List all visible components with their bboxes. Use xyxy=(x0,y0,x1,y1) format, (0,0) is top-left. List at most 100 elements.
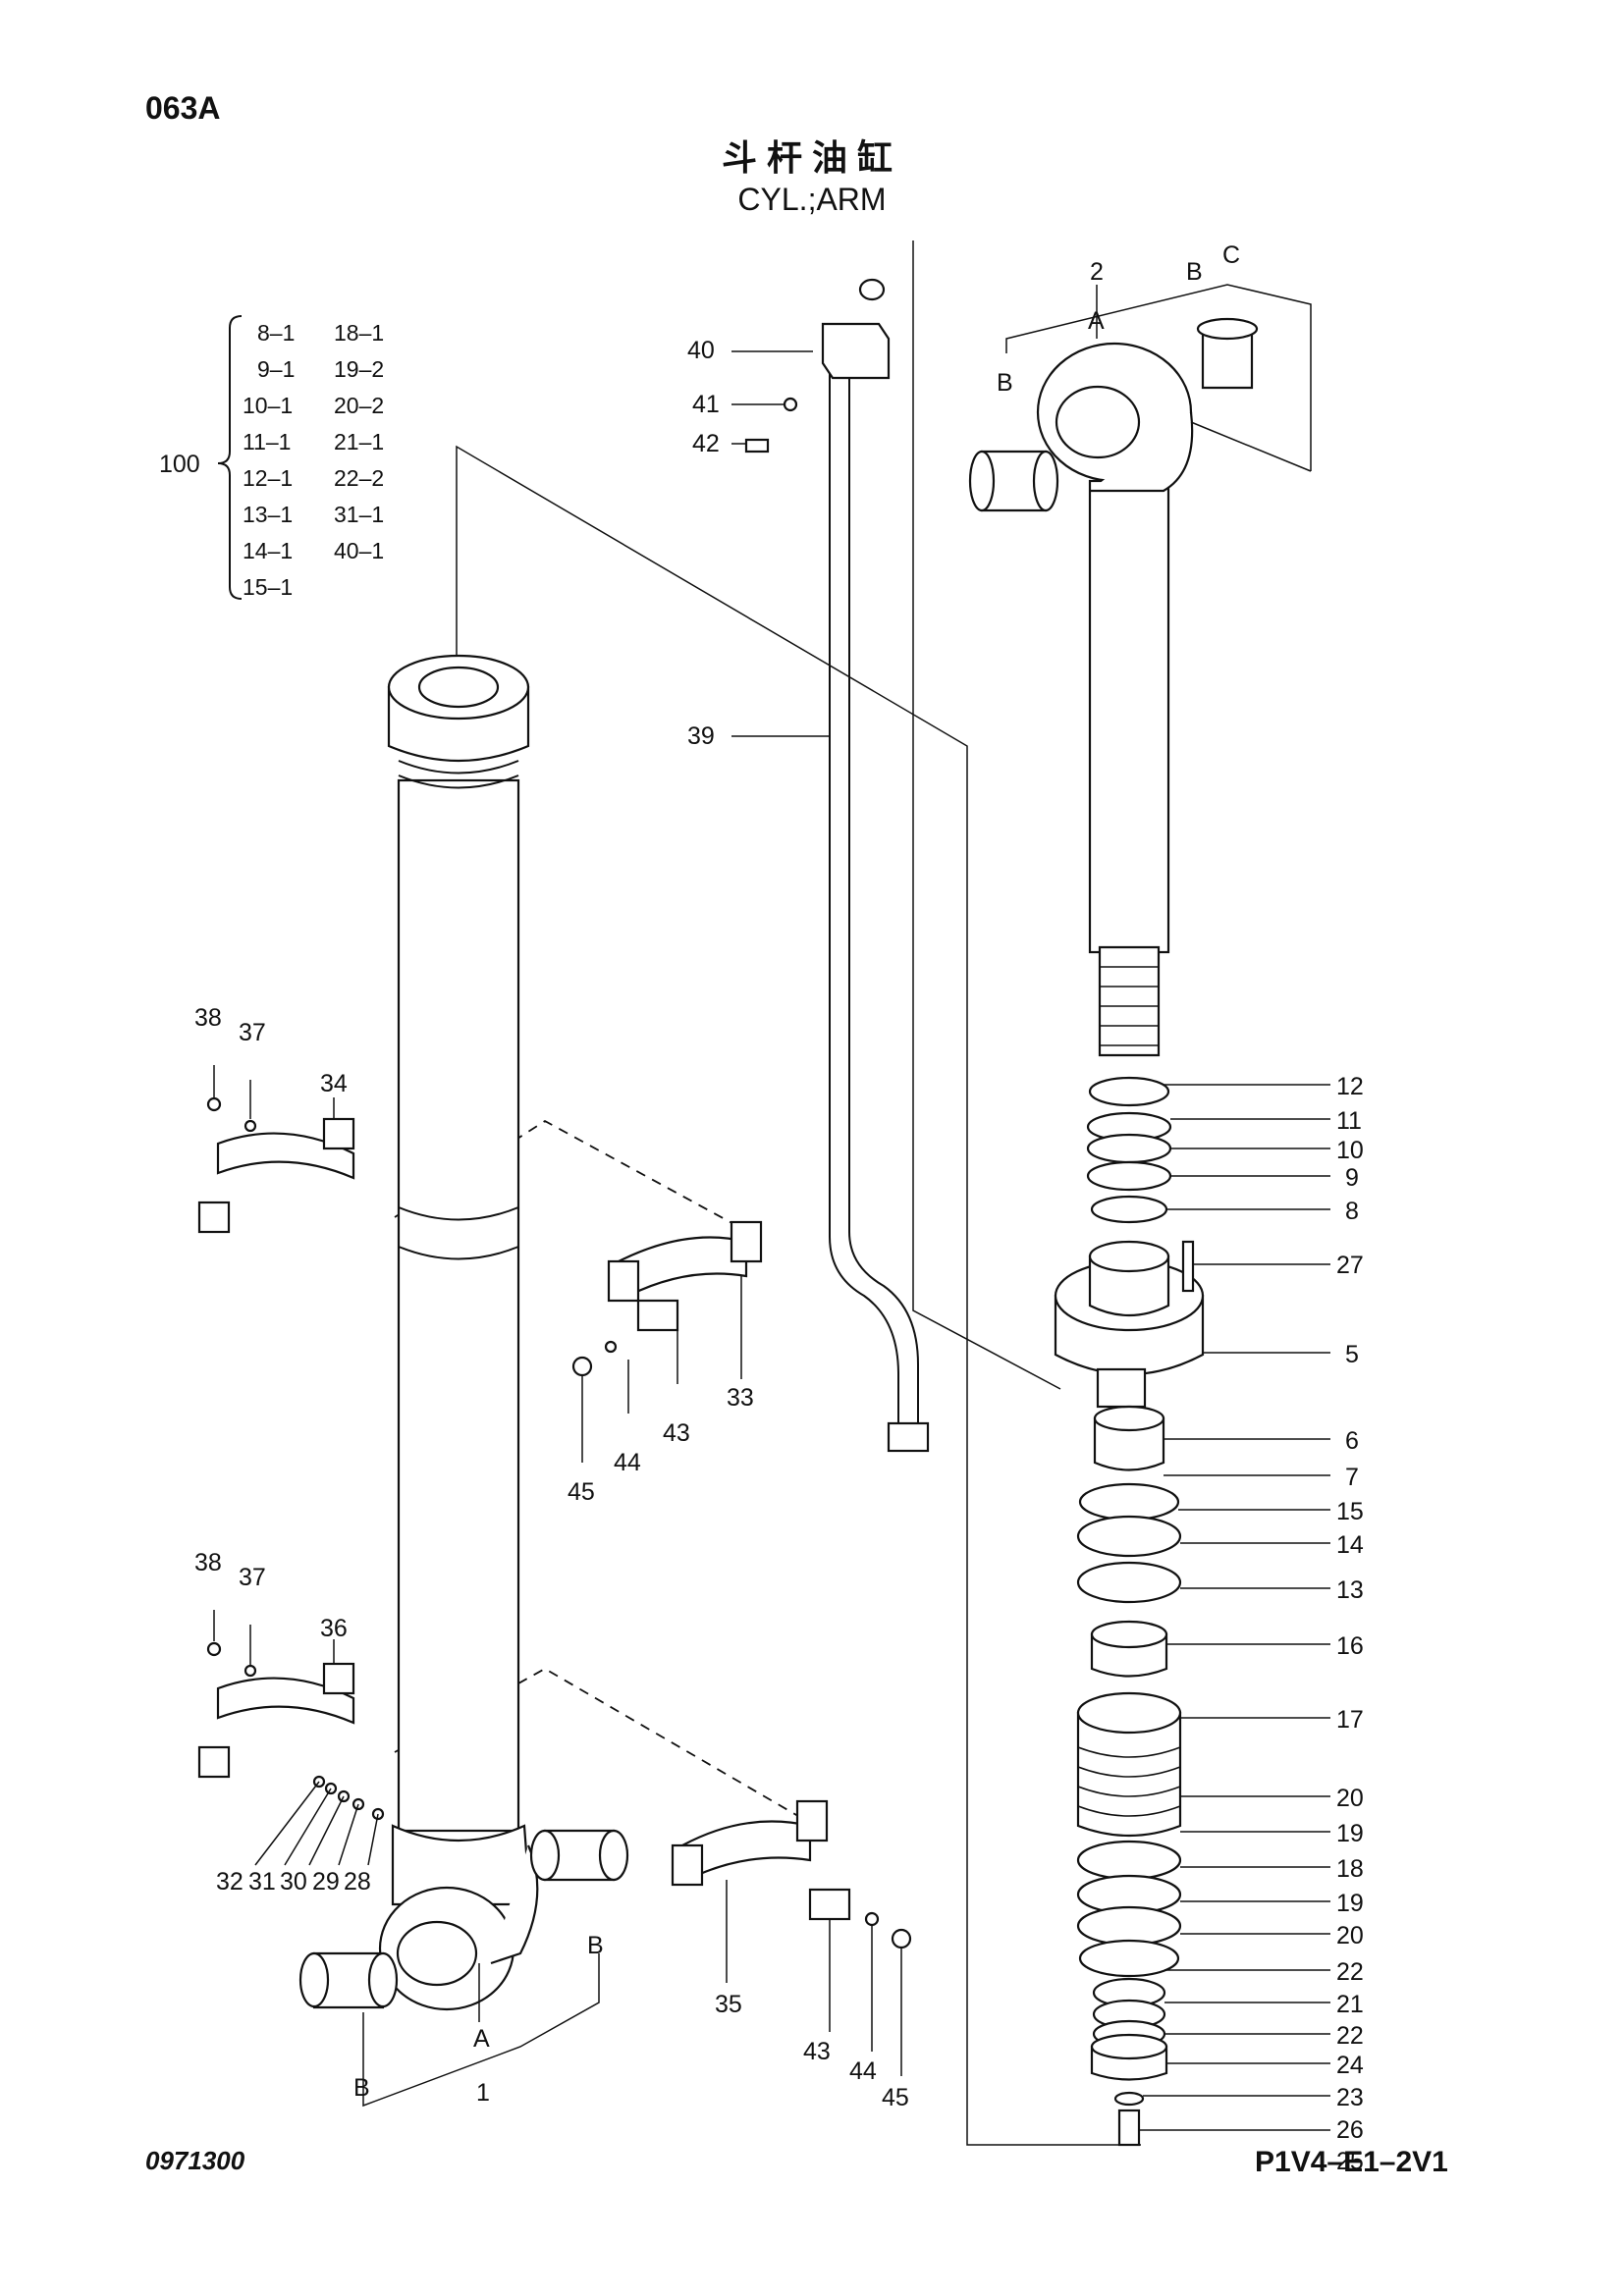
rod-body xyxy=(1088,479,1170,954)
leader-lines xyxy=(254,1781,379,1866)
kit-entry: 10–1 xyxy=(243,393,293,418)
head-bolt xyxy=(1181,1240,1195,1293)
clamp-band xyxy=(680,1820,812,1882)
seal-ring xyxy=(1090,1195,1168,1224)
washer-44 xyxy=(604,1340,618,1354)
kit-entry: 13–1 xyxy=(243,502,293,527)
rod-eye-side xyxy=(1090,411,1194,493)
kit-entry: 22–2 xyxy=(334,465,384,491)
screw-25 xyxy=(1117,2109,1141,2147)
callout-22: 22 xyxy=(1336,2022,1364,2050)
ring-20 xyxy=(1078,1939,1180,1978)
callout-30: 30 xyxy=(280,1868,307,1896)
nut-24-top xyxy=(1090,2033,1168,2060)
callout-19: 19 xyxy=(1336,1820,1364,1847)
callout-36: 36 xyxy=(320,1615,348,1642)
callout-29: 29 xyxy=(312,1868,340,1896)
seal-ring xyxy=(1086,1133,1172,1164)
leader xyxy=(213,1065,335,1665)
rod-bushing-face xyxy=(968,450,996,512)
rod-seal-rings xyxy=(1086,1076,1172,1224)
callout-27: 27 xyxy=(1336,1252,1364,1279)
pipe-outline xyxy=(829,368,899,1423)
kit-entry: 21–1 xyxy=(334,429,384,454)
kit-entry: 18–1 xyxy=(334,320,384,346)
leader xyxy=(1193,1263,1330,1354)
washer-44 xyxy=(864,1911,880,1927)
clamp-tab xyxy=(197,1201,231,1234)
ref-b: B xyxy=(997,369,1013,397)
kit-brace xyxy=(217,315,243,600)
callout-20: 20 xyxy=(1336,1785,1364,1812)
clamp-tab xyxy=(322,1662,355,1695)
callout-25: 25 xyxy=(1336,2148,1364,2175)
callout-16: 16 xyxy=(1336,1632,1364,1660)
diagram-title-english: CYL.;ARM xyxy=(737,182,887,217)
leader xyxy=(1139,1643,1330,2131)
callout-8: 8 xyxy=(1345,1198,1359,1225)
callout-33: 33 xyxy=(727,1384,754,1412)
bushing-6 xyxy=(1093,1416,1165,1471)
callout-17: 17 xyxy=(1336,1706,1364,1734)
catalog-page-code: P1V4–E1–2V1 xyxy=(1255,2146,1448,2178)
washer-37 xyxy=(244,1664,257,1678)
pipe-flange-40 xyxy=(821,322,891,380)
tube-eye-bore xyxy=(396,1920,478,1987)
clamp-tab xyxy=(671,1843,704,1887)
pipe-outline xyxy=(848,368,919,1423)
bolt-38 xyxy=(206,1096,222,1112)
piston-grooves xyxy=(1077,1746,1181,1817)
rod-eye-bore xyxy=(1055,385,1141,459)
kit-entry: 8–1 xyxy=(257,320,295,346)
clamp-band xyxy=(216,1132,355,1180)
cylinder-head xyxy=(1054,1240,1205,1409)
seal-ring xyxy=(1086,1160,1172,1192)
ref-bracket xyxy=(1005,284,1312,471)
clamp-36 xyxy=(197,1641,355,1779)
rod-bushing-face xyxy=(1032,450,1059,512)
callout-39: 39 xyxy=(687,722,715,750)
kit-entry: 31–1 xyxy=(334,502,384,527)
callout-5: 5 xyxy=(1345,1341,1359,1368)
callout-15: 15 xyxy=(1336,1498,1364,1525)
callout-37: 37 xyxy=(239,1564,266,1591)
ref-bracket xyxy=(1190,421,1312,472)
bolt-38 xyxy=(206,1641,222,1657)
clamp-tab xyxy=(730,1220,763,1263)
bushing-face xyxy=(529,1829,561,1882)
clamp-33 xyxy=(571,1220,763,1377)
callout-7: 7 xyxy=(1345,1464,1359,1491)
callout-11: 11 xyxy=(1336,1107,1362,1135)
clamp-tab xyxy=(795,1799,829,1842)
callout-22: 22 xyxy=(1336,1958,1364,1986)
washer-41 xyxy=(783,397,798,412)
callout-labels: 12 11 10 9 8 27 5 6 7 15 14 13 16 17 20 … xyxy=(194,241,1364,2175)
clamp-tab xyxy=(322,1117,355,1150)
callout-41: 41 xyxy=(692,391,720,418)
oring xyxy=(858,278,886,301)
block-43 xyxy=(808,1888,851,1921)
callout-44: 44 xyxy=(849,2057,877,2085)
pipe-39 xyxy=(744,278,930,1453)
ring-19b xyxy=(1076,1905,1182,1947)
kit-entry: 9–1 xyxy=(257,356,295,382)
leader xyxy=(1164,1438,1330,1589)
bolt-45 xyxy=(571,1356,593,1377)
callout-37: 37 xyxy=(239,1019,266,1046)
callout-45: 45 xyxy=(568,1478,595,1506)
callout-40: 40 xyxy=(687,337,715,364)
callout-32: 32 xyxy=(216,1868,244,1896)
callout-23: 23 xyxy=(1336,2084,1364,2111)
clamp-tab xyxy=(197,1745,231,1779)
thread-lines xyxy=(1100,966,1159,1046)
bushing-16-top xyxy=(1090,1620,1168,1649)
clamp-tab xyxy=(607,1259,640,1303)
ring-19 xyxy=(1076,1840,1182,1881)
callout-10: 10 xyxy=(1336,1137,1364,1164)
ball-26 xyxy=(1113,2091,1145,2107)
kit-entry: 19–2 xyxy=(334,356,384,382)
leader xyxy=(726,1880,902,2076)
callout-20: 20 xyxy=(1336,1922,1364,1949)
pipe-nut xyxy=(887,1421,930,1453)
bushing-6-top xyxy=(1093,1405,1165,1432)
